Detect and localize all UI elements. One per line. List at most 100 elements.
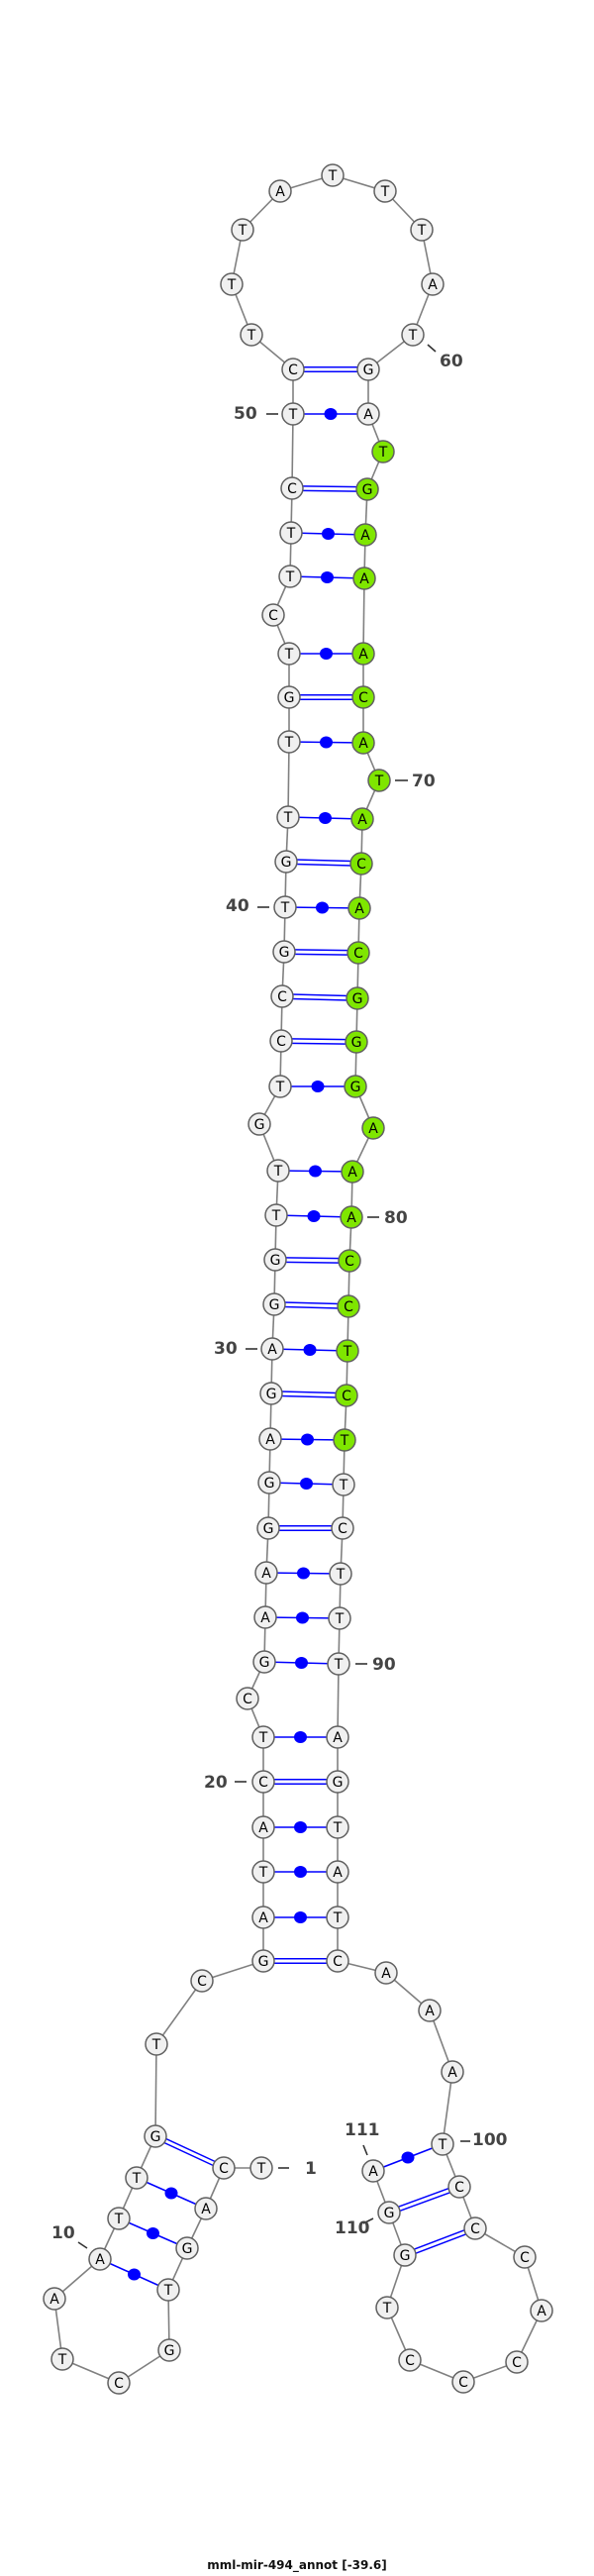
nucleotide-letter: C bbox=[288, 362, 298, 378]
nucleotide bbox=[418, 1999, 442, 2022]
position-label: 30 bbox=[214, 1339, 238, 1359]
nucleotide bbox=[256, 1516, 280, 1540]
nucleotide-highlighted bbox=[338, 1249, 361, 1273]
nucleotide-highlighted bbox=[361, 1116, 385, 1140]
nucleotide bbox=[326, 1770, 349, 1794]
nucleotide bbox=[251, 1770, 275, 1794]
nucleotide-letter: A bbox=[261, 1566, 271, 1582]
nucleotide-letter: G bbox=[284, 690, 295, 706]
base-pair-dot bbox=[324, 408, 338, 420]
nucleotide-letter: T bbox=[114, 2212, 124, 2227]
nucleotide-letter: G bbox=[270, 1253, 281, 1269]
nucleotide bbox=[530, 2299, 553, 2322]
nucleotide-letter: T bbox=[378, 445, 388, 461]
nucleotide bbox=[270, 984, 294, 1008]
base-pair-gc-line bbox=[285, 863, 361, 867]
position-tick bbox=[362, 2217, 374, 2224]
nucleotide-highlighted bbox=[341, 1160, 364, 1184]
position-label: 40 bbox=[226, 896, 249, 916]
nucleotide-letter: C bbox=[197, 1974, 207, 1990]
base-pair-dot bbox=[300, 1478, 313, 1490]
nucleotide bbox=[260, 1337, 284, 1361]
nucleotide bbox=[277, 642, 301, 666]
nucleotide-letter: T bbox=[334, 1657, 344, 1673]
nucleotide bbox=[269, 1029, 293, 1053]
nucleotide-letter: G bbox=[182, 2241, 193, 2257]
nucleotide-letter: A bbox=[425, 2004, 435, 2019]
nucleotide-highlighted bbox=[335, 1384, 358, 1407]
nucleotide bbox=[251, 1725, 275, 1749]
base-pair-dot bbox=[295, 1657, 308, 1669]
nucleotide bbox=[276, 805, 300, 829]
base-pair-gc-line bbox=[153, 2137, 224, 2171]
nucleotide-letter: G bbox=[352, 991, 363, 1007]
base-pair-dot bbox=[128, 2268, 141, 2281]
nucleotide bbox=[281, 358, 305, 381]
nucleotide-letter: A bbox=[346, 1210, 356, 1226]
nucleotide-letter: G bbox=[259, 1655, 270, 1671]
base-pair-gc-line bbox=[274, 1261, 349, 1264]
nucleotide-highlighted bbox=[351, 685, 375, 709]
nucleotide-letter: T bbox=[286, 526, 296, 542]
nucleotide bbox=[249, 2156, 273, 2180]
nucleotide-letter: A bbox=[258, 1910, 268, 1926]
nucleotide-letter: A bbox=[260, 1610, 270, 1626]
nucleotide-letter: T bbox=[284, 735, 294, 751]
backbone-segment bbox=[291, 413, 294, 489]
base-pair-dot bbox=[303, 1344, 317, 1356]
nucleotide bbox=[251, 1906, 275, 1929]
nucleotide-letter: G bbox=[333, 1775, 344, 1791]
nucleotide-highlighted bbox=[346, 986, 369, 1010]
nucleotide bbox=[328, 1606, 351, 1630]
nucleotide bbox=[220, 272, 244, 296]
nucleotide-letter: A bbox=[354, 901, 364, 917]
nucleotide bbox=[326, 1906, 349, 1929]
nucleotide bbox=[50, 2347, 74, 2371]
nucleotide-letter: G bbox=[363, 362, 374, 378]
nucleotide bbox=[361, 2159, 385, 2183]
nucleotide-letter: C bbox=[243, 1692, 252, 1707]
nucleotide bbox=[264, 1203, 288, 1227]
base-pair-gc-line bbox=[281, 997, 357, 1001]
nucleotide bbox=[441, 2060, 464, 2084]
nucleotide-letter: T bbox=[227, 277, 237, 293]
nucleotide-letter: G bbox=[362, 482, 373, 498]
nucleotide-letter: T bbox=[285, 569, 295, 585]
nucleotide-highlighted bbox=[346, 941, 370, 965]
position-label: 80 bbox=[384, 1208, 408, 1228]
nucleotide-letter: T bbox=[151, 2037, 161, 2053]
position-label: 70 bbox=[412, 772, 436, 791]
base-pair-dot bbox=[296, 1611, 309, 1624]
nucleotide bbox=[326, 1815, 349, 1839]
nucleotide-letter: T bbox=[417, 223, 427, 239]
nucleotide-letter: C bbox=[345, 1254, 354, 1270]
nucleotide bbox=[263, 1248, 287, 1272]
nucleotide-letter: G bbox=[281, 855, 292, 871]
base-pair-gc-line bbox=[291, 489, 367, 492]
base-pair-gc-line bbox=[273, 1305, 348, 1309]
nucleotide-letter: T bbox=[280, 900, 290, 916]
nucleotide-letter: C bbox=[520, 2250, 530, 2266]
nucleotide-letter: G bbox=[400, 2248, 411, 2264]
base-pair-gc-line bbox=[155, 2133, 226, 2167]
backbone-segment bbox=[362, 577, 365, 655]
nucleotide-letter: T bbox=[335, 1611, 345, 1627]
base-pair-dot bbox=[294, 1866, 307, 1878]
nucleotide bbox=[257, 1471, 281, 1494]
base-pair-gc-line bbox=[271, 1391, 347, 1394]
nucleotide bbox=[398, 2348, 422, 2372]
nucleotide-letter: C bbox=[114, 2376, 124, 2392]
nucleotide-letter: T bbox=[408, 328, 418, 344]
base-pair-dot bbox=[321, 571, 334, 583]
nucleotide-letter: T bbox=[333, 1820, 343, 1836]
nucleotide bbox=[175, 2236, 199, 2260]
nucleotide-letter: A bbox=[359, 571, 369, 587]
nucleotide-letter: C bbox=[338, 1521, 347, 1537]
position-label: 111 bbox=[345, 2120, 380, 2140]
nucleotide-letter: A bbox=[95, 2252, 105, 2268]
base-pair-gc-line bbox=[389, 2188, 461, 2215]
base-pair-dot bbox=[301, 1433, 314, 1446]
base-pair-dot bbox=[311, 1081, 325, 1092]
base-pair-dot bbox=[322, 528, 335, 540]
backbone-segment bbox=[287, 741, 290, 818]
